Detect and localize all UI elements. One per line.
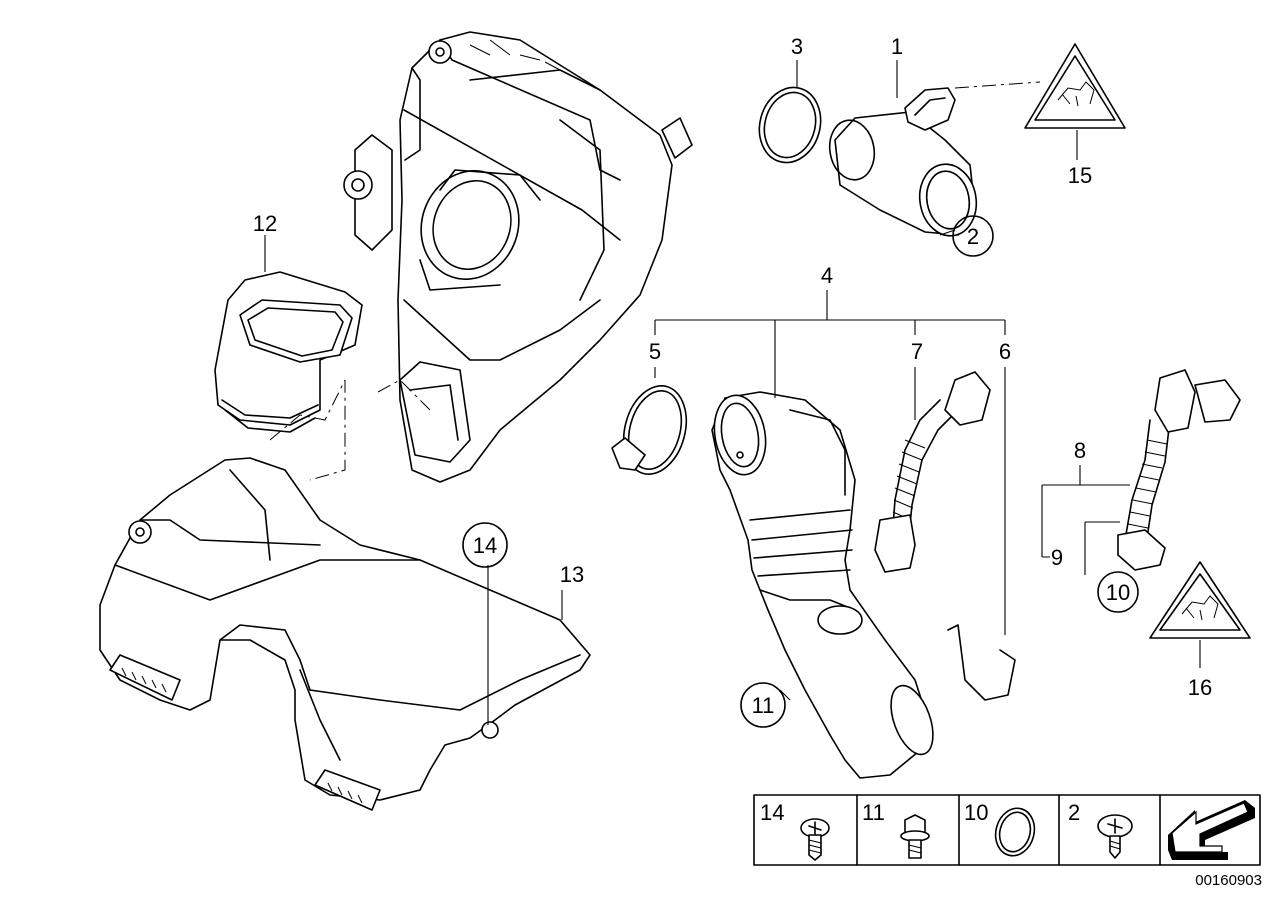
callout-4: 4 — [821, 263, 833, 288]
hose-warning-triangle-icon — [1149, 561, 1251, 639]
air-filter-housing — [343, 31, 693, 483]
legend-number-10: 10 — [964, 800, 988, 825]
drawing-number: 00160903 — [1195, 872, 1262, 889]
callout-circle-2 — [952, 215, 994, 257]
callout-1: 1 — [891, 34, 903, 59]
direction-arrow-icon — [1168, 800, 1255, 860]
hose-warning-triangle-icon — [1024, 43, 1126, 129]
callout-circle-11 — [740, 682, 786, 728]
part-3-sealing-ring — [758, 86, 822, 164]
callout-15: 15 — [1068, 163, 1092, 188]
callout-13: 13 — [560, 562, 584, 587]
callout-10: 10 — [1106, 580, 1130, 605]
callout-8: 8 — [1074, 438, 1086, 463]
pan-head-screw-icon — [1097, 814, 1133, 859]
callout-14: 14 — [473, 533, 497, 558]
callout-circle-14 — [462, 522, 508, 568]
callout-16: 16 — [1188, 675, 1212, 700]
part-7-vent-hose — [874, 371, 991, 573]
callout-7: 7 — [911, 339, 923, 364]
hardware-legend: 14 11 10 2 — [753, 794, 1261, 866]
o-ring-icon — [994, 807, 1036, 857]
callout-5: 5 — [649, 339, 661, 364]
callout-3: 3 — [791, 34, 803, 59]
part-6-wire-clip — [947, 624, 1016, 701]
callout-11: 11 — [752, 693, 775, 718]
callout-circle-10 — [1097, 571, 1139, 613]
legend-number-11: 11 — [862, 800, 885, 825]
leader-lines — [264, 60, 1201, 725]
screw-icon — [800, 818, 830, 861]
part-12-intake-snorkel — [214, 271, 363, 433]
part-1-air-mass-meter — [828, 87, 978, 237]
part-13-engine-cover — [99, 457, 591, 811]
callout-labels: 3 1 2 15 12 4 5 7 6 8 9 10 16 14 13 11 — [253, 34, 1212, 728]
hex-bolt-icon — [900, 814, 930, 859]
legend-number-2: 2 — [1068, 800, 1080, 825]
part-8-vent-hose — [1117, 369, 1241, 571]
part-4-air-duct — [711, 391, 934, 779]
callout-6: 6 — [999, 339, 1011, 364]
legend-number-14: 14 — [760, 800, 784, 825]
callout-12: 12 — [253, 211, 277, 236]
part-5-hose-clamp — [611, 385, 688, 475]
callout-2: 2 — [967, 224, 979, 249]
callout-9: 9 — [1051, 545, 1063, 570]
